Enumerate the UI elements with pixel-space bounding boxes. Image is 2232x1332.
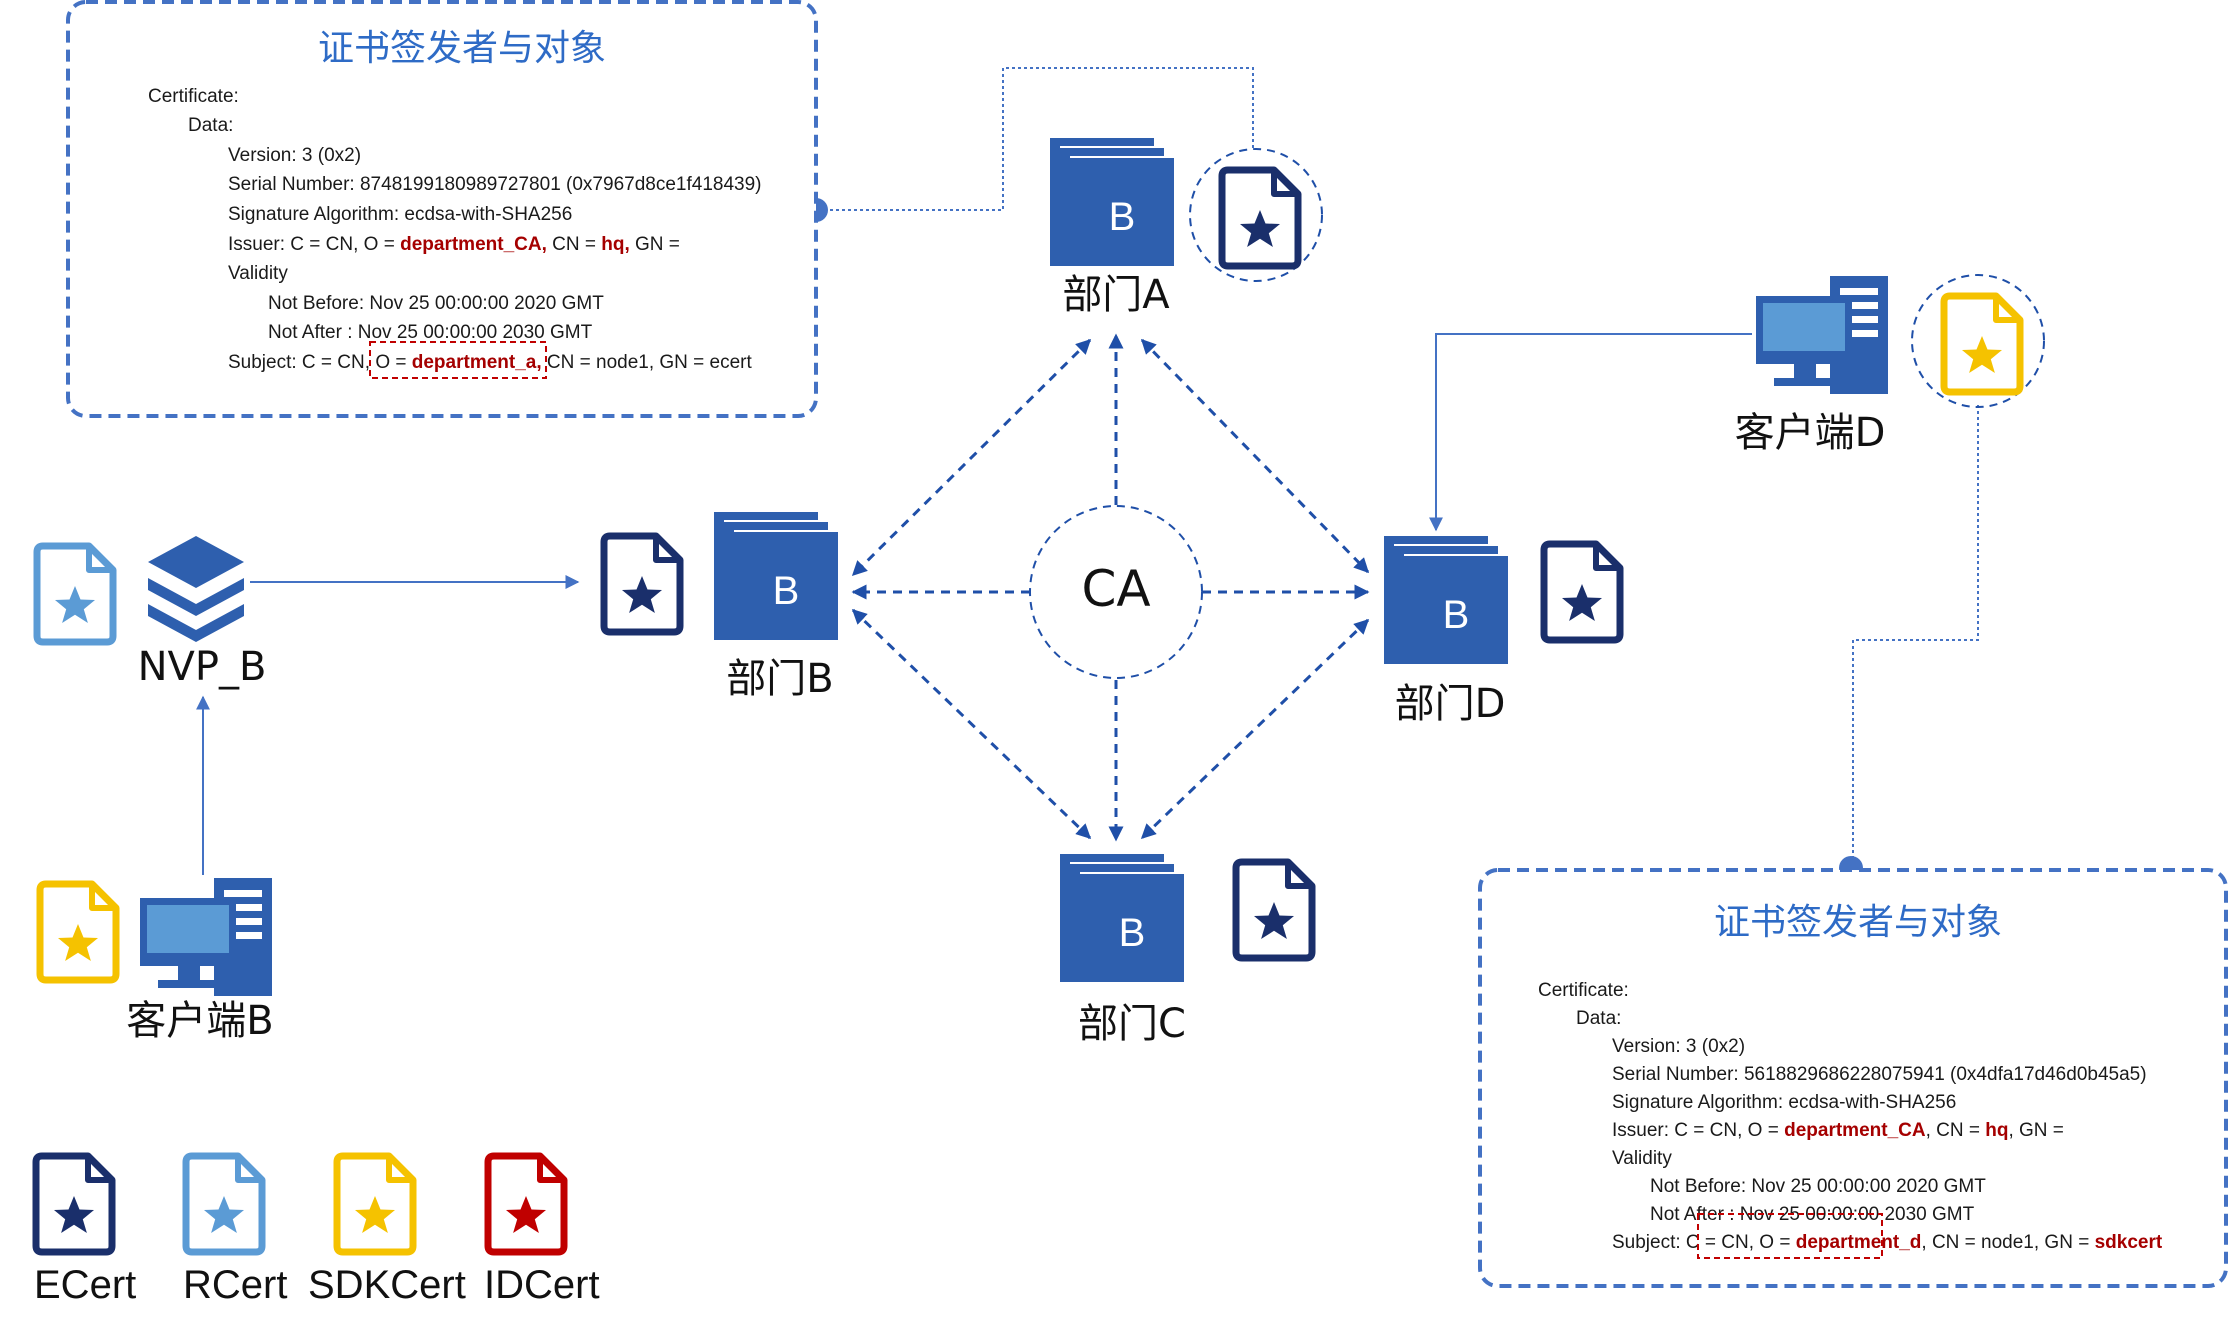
legend-label: ECert <box>34 1263 136 1307</box>
cert-line-sig-alg: Signature Algorithm: ecdsa-with-SHA256 <box>228 204 572 225</box>
idcert-icon <box>488 1156 564 1252</box>
cert-line-certificate: Certificate: <box>148 86 239 107</box>
client-d-label: 客户端D <box>1735 410 1886 456</box>
cert-line-validity: Validity <box>228 263 288 284</box>
ecert-icon <box>1544 544 1620 640</box>
dept-c: B 部门C <box>1060 854 1312 1047</box>
ecert-icon <box>1236 862 1312 958</box>
sdkcert-icon <box>1944 296 2020 392</box>
dept-a-label: 部门A <box>1062 272 1170 318</box>
cert-line-validity: Validity <box>1612 1148 1672 1169</box>
dept-a: B 部门A <box>1050 138 1323 318</box>
client-d: 客户端D <box>1735 274 2045 456</box>
rcert-icon <box>186 1156 262 1252</box>
arrow-dept-d-dept-c <box>1140 618 1370 840</box>
legend-label: SDKCert <box>308 1263 466 1307</box>
sdkcert-icon <box>40 884 116 980</box>
sdkcert-icon <box>337 1156 413 1252</box>
cert-line-data: Data: <box>188 115 233 136</box>
cert-line-not-before: Not Before: Nov 25 00:00:00 2020 GMT <box>268 293 604 314</box>
ecert-icon <box>36 1156 112 1252</box>
legend-label: RCert <box>183 1263 287 1307</box>
dept-d: B 部门D <box>1384 536 1620 727</box>
arrow-dept-b-dept-c <box>851 608 1092 840</box>
cert-highlight-circle <box>1911 274 2045 408</box>
arrow-client-d-to-dept-d <box>1429 333 1752 532</box>
subject-highlight-box <box>369 341 547 379</box>
cert-line-issuer: Issuer: C = CN, O = department_CA, CN = … <box>1612 1120 2064 1141</box>
server-letter: B <box>1109 195 1136 239</box>
cert-line-not-after: Not After : Nov 25 00:00:00 2030 GMT <box>268 322 593 343</box>
computer-icon <box>1756 276 1888 394</box>
cert-line-issuer: Issuer: C = CN, O = department_CA, CN = … <box>228 234 680 255</box>
cert-line-serial: Serial Number: 5618829686228075941 (0x4d… <box>1612 1064 2147 1085</box>
cert-line-version: Version: 3 (0x2) <box>228 145 361 166</box>
cert-line-certificate: Certificate: <box>1538 980 1629 1001</box>
server-letter: B <box>773 569 800 613</box>
cert-box-a: 证书签发者与对象 Certificate: Data: Version: 3 (… <box>66 0 818 418</box>
cert-box-d-title: 证书签发者与对象 <box>1714 902 2002 943</box>
dept-b: B 部门B <box>604 512 838 702</box>
ca-label: CA <box>1081 560 1150 618</box>
arrow-dept-a-dept-b <box>851 338 1092 577</box>
rcert-icon <box>37 546 113 642</box>
cert-line-sig-alg: Signature Algorithm: ecdsa-with-SHA256 <box>1612 1092 1956 1113</box>
cert-line-subject: Subject: C = CN, O = department_d, CN = … <box>1612 1232 2163 1253</box>
subject-highlight-box <box>1697 1213 1883 1259</box>
server-letter: B <box>1443 593 1470 637</box>
legend-label: IDCert <box>484 1263 600 1307</box>
computer-icon <box>140 878 272 996</box>
layers-icon <box>148 536 244 642</box>
connectors <box>196 67 1979 880</box>
nvp-b: NVP_B <box>37 536 266 690</box>
server-letter: B <box>1119 911 1146 955</box>
dept-d-label: 部门D <box>1395 681 1506 727</box>
cert-line-subject: Subject: C = CN, O = department_a, CN = … <box>228 352 753 373</box>
ca-node: CA <box>1029 505 1203 679</box>
client-b: 客户端B <box>40 878 274 1044</box>
cert-line-serial: Serial Number: 8748199180989727801 (0x79… <box>228 174 761 195</box>
dept-b-label: 部门B <box>726 656 833 702</box>
arrow-dept-a-dept-d <box>1140 338 1370 574</box>
legend-item-rcert: RCert <box>183 1156 287 1307</box>
cert-line-data: Data: <box>1576 1008 1621 1029</box>
ecert-icon <box>604 536 680 632</box>
cert-box-d: 证书签发者与对象 Certificate: Data: Version: 3 (… <box>1478 868 2228 1288</box>
nvp-b-label: NVP_B <box>138 644 267 690</box>
cert-line-version: Version: 3 (0x2) <box>1612 1036 1745 1057</box>
link-cert-box-d <box>1852 405 1979 866</box>
legend-item-ecert: ECert <box>34 1156 136 1307</box>
dept-c-label: 部门C <box>1078 1001 1186 1047</box>
cert-line-not-before: Not Before: Nov 25 00:00:00 2020 GMT <box>1650 1176 1986 1197</box>
legend-item-idcert: IDCert <box>484 1156 600 1307</box>
link-cert-box-a <box>818 67 1254 211</box>
legend-item-sdkcert: SDKCert <box>308 1156 466 1307</box>
cert-box-a-title: 证书签发者与对象 <box>318 28 606 69</box>
cert-highlight-circle <box>1189 148 1323 282</box>
ecert-icon <box>1222 170 1298 266</box>
client-b-label: 客户端B <box>126 998 273 1044</box>
legend: ECert RCert SDKCert IDCert <box>34 1156 600 1307</box>
